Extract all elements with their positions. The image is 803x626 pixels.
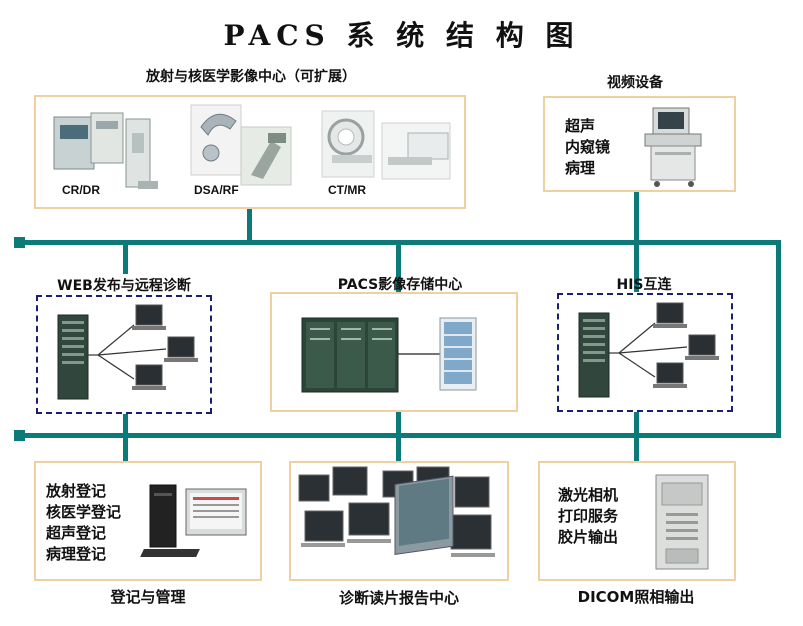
- storage-section-label: PACS影像存储中心: [337, 277, 463, 293]
- storage-array-icon: [301, 317, 477, 393]
- device-caption-dsa-rf: DSA/RF: [194, 183, 239, 197]
- ultrasound-cart-icon: [644, 107, 702, 187]
- his-down-link: [634, 408, 639, 435]
- dicom-box: 激光相机 打印服务 胶片输出: [538, 461, 736, 581]
- laser-camera-icon: [655, 474, 709, 570]
- video-item: 超声: [565, 117, 596, 135]
- diagnosis-box: [289, 461, 509, 581]
- dicom-link: [634, 435, 639, 461]
- radiology-box: CR/DR DSA/RF CT/MR: [34, 95, 466, 209]
- video-link: [634, 188, 639, 242]
- diagram-title: PACS 系 统 结 构 图: [223, 19, 580, 52]
- diagnosis-section-label: 诊断读片报告中心: [338, 589, 459, 607]
- web-box: [36, 295, 212, 414]
- upper-bus-terminator: [14, 237, 25, 248]
- workstation-pc-icon: [140, 484, 247, 557]
- web-up-link: [123, 242, 128, 274]
- dicom-item-list: 激光相机 打印服务 胶片输出: [558, 485, 618, 548]
- video-box: 超声 内窥镜 病理: [543, 96, 736, 192]
- his-box: [557, 293, 733, 412]
- reading-workstations-icon: [298, 466, 495, 557]
- ct-mr-device-icon: [321, 110, 451, 180]
- video-item: 病理: [565, 159, 596, 177]
- registration-item: 超声登记: [46, 524, 107, 542]
- registration-item: 放射登记: [46, 482, 107, 500]
- registration-item: 病理登记: [46, 545, 107, 563]
- lower-bus-terminator: [14, 430, 25, 441]
- registration-section-label: 登记与管理: [110, 588, 186, 606]
- storage-up-link: [396, 242, 401, 292]
- registration-link: [123, 435, 128, 461]
- radiology-link: [247, 206, 252, 242]
- device-caption-cr-dr: CR/DR: [62, 183, 100, 197]
- his-up-link: [634, 242, 639, 292]
- diagnosis-link: [396, 435, 401, 462]
- cr-dr-device-icon: [53, 112, 158, 189]
- dicom-item: 胶片输出: [558, 528, 619, 546]
- registration-item: 核医学登记: [46, 503, 122, 521]
- video-item-list: 超声 内窥镜 病理: [565, 116, 610, 179]
- web-section-label: WEB发布与远程诊断: [57, 278, 191, 294]
- storage-box: [270, 292, 518, 412]
- registration-item-list: 放射登记 核医学登记 超声登记 病理登记: [46, 481, 121, 565]
- his-server-network-icon: [578, 302, 719, 398]
- video-section-label: 视频设备: [607, 75, 663, 91]
- his-section-label: HIS互连: [616, 277, 672, 293]
- web-down-link: [123, 410, 128, 435]
- radiology-section-label: 放射与核医学影像中心（可扩展）: [146, 69, 356, 85]
- dicom-item: 激光相机: [558, 486, 619, 504]
- dsa-rf-device-icon: [190, 104, 292, 186]
- registration-box: 放射登记 核医学登记 超声登记 病理登记: [34, 461, 262, 581]
- web-server-network-icon: [57, 304, 198, 400]
- video-item: 内窥镜: [565, 138, 611, 156]
- dicom-item: 打印服务: [558, 507, 619, 525]
- right-bus-riser: [776, 240, 781, 438]
- dicom-section-label: DICOM照相输出: [577, 588, 695, 606]
- storage-down-link: [396, 408, 401, 435]
- radiology-equipment-art: [53, 104, 451, 189]
- device-caption-ct-mr: CT/MR: [328, 183, 366, 197]
